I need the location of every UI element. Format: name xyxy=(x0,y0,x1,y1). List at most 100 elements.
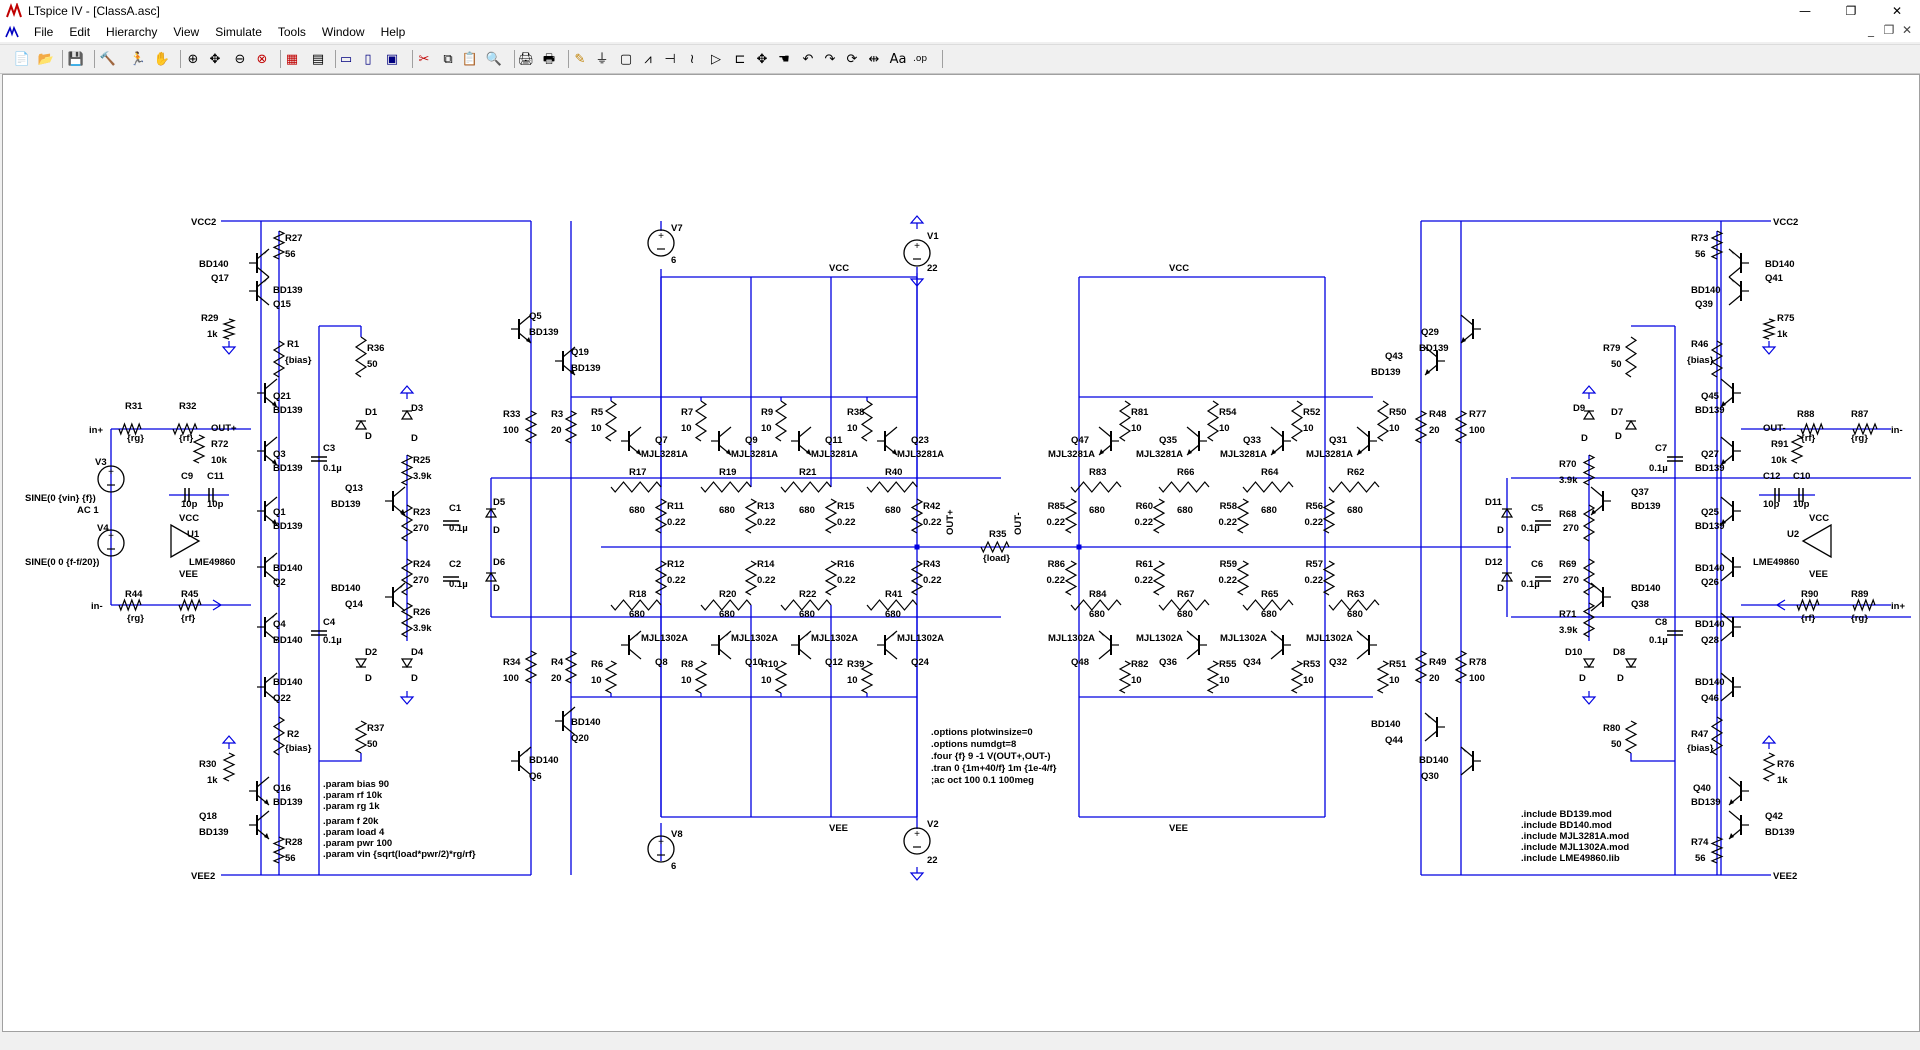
label: R42 xyxy=(923,501,940,512)
resistor-icon[interactable]: ⩘ xyxy=(638,49,658,69)
label: Q48 xyxy=(1071,657,1089,668)
mdi-close-icon[interactable]: ✕ xyxy=(1901,23,1913,37)
param-directive: .param bias 90 xyxy=(323,779,389,790)
tile-horizontal-icon[interactable]: ▭ xyxy=(336,49,356,69)
voltage-source-circle xyxy=(903,827,931,855)
menu-tools[interactable]: Tools xyxy=(277,25,306,39)
run-icon[interactable]: 🏃 xyxy=(128,49,148,69)
label: 10 xyxy=(1131,423,1142,434)
undo-icon[interactable]: ↶ xyxy=(798,49,818,69)
print-icon[interactable]: 🖶 xyxy=(539,49,559,69)
schematic-doc-icon[interactable] xyxy=(4,24,20,40)
draw-wire-icon[interactable]: ✎ xyxy=(570,49,590,69)
ground-symbol xyxy=(909,872,925,881)
label-net-icon[interactable]: ▢ xyxy=(616,49,636,69)
diode-glyph: ▷ xyxy=(711,51,721,67)
label: in+ xyxy=(1891,601,1905,612)
label: C7 xyxy=(1655,443,1667,454)
tile-vertical-icon[interactable]: ▯ xyxy=(358,49,378,69)
schematic-drawing[interactable]: ++++++VCC2VEE2in+in-R31{rg}R32{rf}OUT+R7… xyxy=(3,75,1919,1031)
bjt-arrow xyxy=(272,401,277,407)
label: R9 xyxy=(761,407,773,418)
new-schematic-icon[interactable]: 📄 xyxy=(12,49,32,69)
rotate-icon[interactable]: ⟳ xyxy=(842,49,862,69)
menu-file[interactable]: File xyxy=(34,25,54,39)
inductor-icon[interactable]: ≀ xyxy=(682,49,702,69)
spice-directive-icon[interactable]: .op xyxy=(910,49,930,69)
mirror-icon[interactable]: ⇹ xyxy=(864,49,884,69)
find-icon[interactable]: 🔍 xyxy=(484,49,504,69)
menu-simulate[interactable]: Simulate xyxy=(215,25,262,39)
control-panel-icon[interactable]: 🔨 xyxy=(98,49,118,69)
copy-icon[interactable]: ⧉ xyxy=(438,49,458,69)
cut-icon[interactable]: ✂ xyxy=(414,49,434,69)
label: D6 xyxy=(493,557,505,568)
bjt-arrow xyxy=(1271,631,1276,637)
label: 1k xyxy=(207,775,218,786)
label: D xyxy=(411,673,418,684)
bjt-collector xyxy=(518,314,532,326)
diode-symbol xyxy=(1500,571,1514,582)
menu-view[interactable]: View xyxy=(173,25,200,39)
paste-icon[interactable]: 📋 xyxy=(460,49,480,69)
label: BD139 xyxy=(331,499,361,510)
label: Q9 xyxy=(745,435,758,446)
pan-icon[interactable]: ✥ xyxy=(205,49,225,69)
open-icon[interactable]: 📂 xyxy=(36,49,56,69)
label: BD139 xyxy=(273,285,303,296)
label: MJL1302A xyxy=(1306,633,1353,644)
capacitor-icon[interactable]: ⊣ xyxy=(660,49,680,69)
voltage-source-circle xyxy=(647,835,675,863)
print-setup-icon[interactable]: 🖨 xyxy=(516,49,536,69)
component-icon[interactable]: ⊏ xyxy=(730,49,750,69)
resistor-symbol xyxy=(1152,560,1166,596)
resistor-symbol xyxy=(1328,481,1380,493)
save-icon[interactable]: 💾 xyxy=(66,49,86,69)
restore-icon[interactable]: ❐ xyxy=(1845,4,1857,18)
label: R44 xyxy=(125,589,143,600)
label: 680 xyxy=(1089,609,1105,620)
menu-hierarchy[interactable]: Hierarchy xyxy=(106,25,158,39)
autorange-icon[interactable]: ▦ xyxy=(282,49,302,69)
label: Q16 xyxy=(273,783,291,794)
label: R27 xyxy=(285,233,302,244)
drag-glyph: ☚ xyxy=(778,51,790,67)
label: Q29 xyxy=(1421,327,1439,338)
menu-window[interactable]: Window xyxy=(321,25,365,39)
diode-symbol xyxy=(1624,419,1638,430)
close-icon[interactable]: ✕ xyxy=(1891,4,1903,18)
diode-icon[interactable]: ▷ xyxy=(706,49,726,69)
move-icon[interactable]: ✥ xyxy=(752,49,772,69)
text-icon[interactable]: Aa xyxy=(888,49,908,69)
cascade-icon[interactable]: ▣ xyxy=(382,49,402,69)
resistor-symbol xyxy=(1242,481,1294,493)
label: R43 xyxy=(923,559,940,570)
label: R41 xyxy=(885,589,903,600)
label: R84 xyxy=(1089,589,1107,600)
redo-icon[interactable]: ↷ xyxy=(820,49,840,69)
label: R56 xyxy=(1306,501,1323,512)
bjt-arrow xyxy=(400,583,405,589)
bjt-collector xyxy=(562,346,576,358)
mdi-restore-icon[interactable]: ❐ xyxy=(1883,23,1895,37)
menu-help[interactable]: Help xyxy=(380,25,406,39)
label: OUT+ xyxy=(211,423,237,434)
spice-directive-glyph: .op xyxy=(912,53,928,64)
minimize-icon[interactable]: — xyxy=(1799,4,1811,18)
resistor-symbol xyxy=(1242,599,1294,611)
redo-glyph: ↷ xyxy=(824,51,836,67)
ground-icon[interactable]: ⏚ xyxy=(592,49,612,69)
label: Q37 xyxy=(1631,487,1649,498)
junction-dot xyxy=(1076,544,1082,550)
bjt-arrow xyxy=(526,747,531,753)
label: R70 xyxy=(1559,459,1576,470)
zoom-in-icon[interactable]: ⊕ xyxy=(183,49,203,69)
zoom-out-icon[interactable]: ⊖ xyxy=(230,49,250,69)
mdi-minimize-icon[interactable]: _ xyxy=(1868,23,1874,37)
fft-icon[interactable]: ▤ xyxy=(308,49,328,69)
menu-edit[interactable]: Edit xyxy=(69,25,91,39)
halt-icon[interactable]: ✋ xyxy=(152,49,172,69)
zoom-fit-icon[interactable]: ⊗ xyxy=(252,49,272,69)
drag-icon[interactable]: ☚ xyxy=(774,49,794,69)
